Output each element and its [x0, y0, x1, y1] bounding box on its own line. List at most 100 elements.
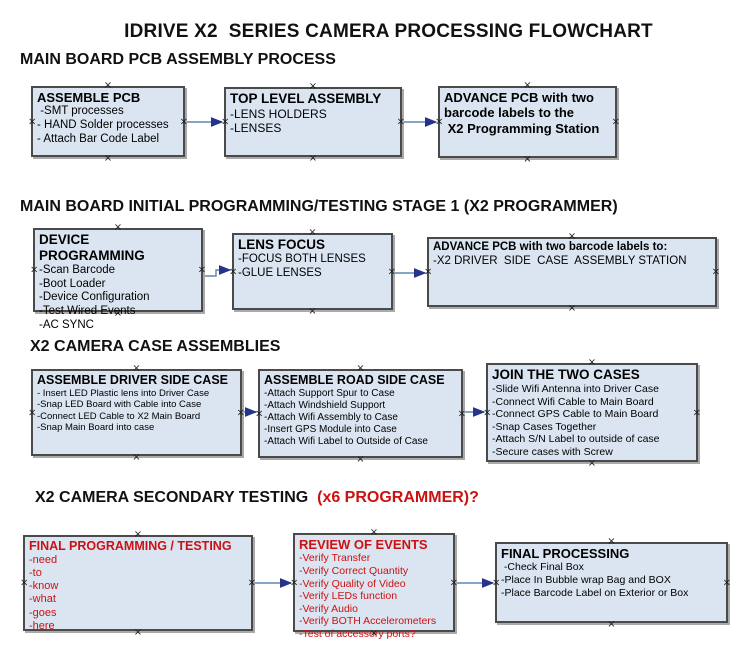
connection-handle-bottom[interactable]: × — [369, 628, 379, 639]
flow-box-lens-focus[interactable]: LENS FOCUS-FOCUS BOTH LENSES-GLUE LENSES… — [229, 228, 396, 317]
connection-handle-right[interactable]: × — [692, 407, 701, 418]
flow-box-advance-pcb-to-programming-station[interactable]: ADVANCE PCB with two barcode labels to t… — [435, 81, 620, 165]
connection-handle-top[interactable]: × — [523, 80, 532, 91]
flow-box-final-programming-testing[interactable]: FINAL PROGRAMMING / TESTING-need-to-know… — [20, 530, 256, 638]
connection-handle-right[interactable]: × — [197, 264, 206, 276]
flow-box-item: -Place In Bubble wrap Bag and BOX — [501, 573, 671, 586]
connection-handle-right[interactable]: × — [387, 266, 396, 277]
connection-handle-right[interactable]: × — [396, 116, 405, 128]
flow-box-join-the-two-cases[interactable]: JOIN THE TWO CASES-Slide Wifi Antenna in… — [483, 358, 701, 469]
flow-box-assemble-road-side-case[interactable]: ASSEMBLE ROAD SIDE CASE-Attach Support S… — [255, 364, 466, 465]
flow-box-item: -Slide Wifi Antenna into Driver Case — [492, 382, 659, 395]
connector-arrow-device-programming-to-lens-focus[interactable] — [205, 265, 232, 277]
flow-box-item: -Verify LEDs function — [299, 590, 398, 603]
connection-handle-left[interactable]: × — [221, 116, 230, 128]
connection-handle-left[interactable]: × — [424, 266, 433, 278]
connection-handle-top[interactable]: × — [567, 231, 577, 242]
flow-box-title: REVIEW OF EVENTS — [299, 537, 428, 552]
flow-box-title: ASSEMBLE DRIVER SIDE CASE — [37, 373, 229, 387]
flow-box-title: ASSEMBLE ROAD SIDE CASE — [264, 373, 445, 387]
flow-box-item: -Verify Quality of Video — [299, 577, 406, 590]
flow-box-item: -Test of accessory ports? — [299, 627, 416, 640]
flow-box-item: -Attach Windshield Support — [264, 399, 386, 411]
connection-handle-left[interactable]: × — [255, 408, 264, 419]
flow-box-item: -Snap LED Board with Cable into Case — [37, 399, 202, 411]
flow-box-item: -know — [29, 580, 59, 593]
flow-box-title: TOP LEVEL ASSEMBLY — [230, 91, 382, 106]
connection-handle-bottom[interactable]: × — [308, 153, 318, 164]
connection-handle-right[interactable]: × — [247, 577, 256, 589]
flow-box-title: ADVANCE PCB with two barcode labels to t… — [444, 90, 600, 136]
connection-handle-top[interactable]: × — [607, 536, 616, 547]
flow-box-item: -Secure cases with Screw — [492, 445, 613, 458]
connection-handle-left[interactable]: × — [28, 116, 37, 127]
flow-box-title: ASSEMBLE PCB — [37, 90, 141, 105]
connection-handle-top[interactable]: × — [308, 227, 317, 238]
flow-box-item: -Insert GPS Module into Case — [264, 423, 397, 435]
connection-handle-right[interactable]: × — [457, 408, 466, 419]
connection-handle-top[interactable]: × — [113, 222, 123, 233]
connection-handle-bottom[interactable]: × — [133, 627, 143, 638]
section-heading-text: X2 CAMERA SECONDARY TESTING — [35, 489, 318, 506]
flow-box-item: -Attach Support Spur to Case — [264, 387, 395, 399]
flow-box-item: -Verify Correct Quantity — [299, 564, 409, 577]
flow-box-item: -Connect LED Cable to X2 Main Board — [37, 410, 201, 422]
connection-handle-left[interactable]: × — [435, 116, 444, 128]
connection-handle-left[interactable]: × — [483, 407, 492, 418]
flow-box-item: -LENS HOLDERS — [230, 106, 327, 121]
flow-box-item: -goes — [29, 606, 57, 619]
connection-handle-right[interactable]: × — [236, 407, 245, 418]
flow-box-advance-pcb-to-driver-side-station[interactable]: ADVANCE PCB with two barcode labels to:-… — [424, 232, 720, 314]
connection-handle-right[interactable]: × — [449, 577, 458, 588]
connection-handle-right[interactable]: × — [722, 577, 731, 588]
connection-handle-bottom[interactable]: × — [567, 303, 577, 314]
connection-handle-bottom[interactable]: × — [523, 154, 532, 165]
connection-handle-bottom[interactable]: × — [607, 619, 616, 630]
connection-handle-bottom[interactable]: × — [356, 454, 365, 465]
connection-handle-bottom[interactable]: × — [587, 458, 597, 469]
section-heading-text: MAIN BOARD PCB ASSEMBLY PROCESS — [20, 51, 336, 68]
connection-handle-left[interactable]: × — [20, 577, 29, 589]
connection-handle-left[interactable]: × — [290, 577, 299, 588]
connection-handle-top[interactable]: × — [103, 80, 113, 91]
flow-box-device-programming[interactable]: DEVICE PROGRAMMING-Scan Barcode-Boot Loa… — [30, 223, 206, 332]
flowchart-title: IDRIVE X2 SERIES CAMERA PROCESSING FLOWC… — [124, 21, 653, 42]
flow-box-item: -FOCUS BOTH LENSES — [238, 252, 366, 265]
flow-box-item: -Attach Wifi Assembly to Case — [264, 411, 398, 423]
flow-box-review-of-events[interactable]: REVIEW OF EVENTS-Verify Transfer-Verify … — [290, 528, 458, 640]
flow-box-title: DEVICE PROGRAMMING — [39, 232, 145, 263]
flow-box-title: ADVANCE PCB with two barcode labels to: — [433, 241, 668, 253]
connection-handle-top[interactable]: × — [132, 363, 141, 374]
flow-box-title: JOIN THE TWO CASES — [492, 367, 640, 382]
section-heading-4: X2 CAMERA SECONDARY TESTING (x6 PROGRAMM… — [35, 489, 479, 507]
connection-handle-bottom[interactable]: × — [103, 153, 113, 164]
connection-handle-top[interactable]: × — [133, 529, 143, 540]
flow-box-assemble-pcb[interactable]: ASSEMBLE PCB -SMT processes- HAND Solder… — [28, 81, 188, 164]
connection-handle-top[interactable]: × — [587, 357, 597, 368]
connection-handle-left[interactable]: × — [28, 407, 37, 418]
connection-handle-right[interactable]: × — [611, 116, 620, 128]
connection-handle-bottom[interactable]: × — [113, 308, 123, 319]
flow-box-item: -Scan Barcode — [39, 263, 116, 276]
connection-handle-bottom[interactable]: × — [132, 452, 141, 463]
connection-handle-left[interactable]: × — [229, 266, 238, 277]
flow-box-item: -Check Final Box — [501, 561, 584, 574]
connection-handle-left[interactable]: × — [30, 264, 39, 276]
flow-box-item: -what — [29, 593, 56, 606]
connection-handle-left[interactable]: × — [492, 577, 501, 588]
connection-handle-top[interactable]: × — [356, 363, 365, 374]
connection-handle-bottom[interactable]: × — [308, 306, 317, 317]
flow-box-assemble-driver-side-case[interactable]: ASSEMBLE DRIVER SIDE CASE- Insert LED Pl… — [28, 364, 245, 463]
flow-box-item: -Test Wired Events — [39, 305, 136, 318]
section-heading-text: X2 CAMERA CASE ASSEMBLIES — [30, 338, 281, 355]
connection-handle-right[interactable]: × — [711, 266, 720, 278]
connection-handle-top[interactable]: × — [369, 527, 379, 538]
flow-box-item: - Insert LED Plastic lens into Driver Ca… — [37, 387, 210, 399]
flow-box-final-processing[interactable]: FINAL PROCESSING -Check Final Box-Place … — [492, 537, 731, 630]
section-heading-3: X2 CAMERA CASE ASSEMBLIES — [30, 338, 280, 356]
connection-handle-top[interactable]: × — [308, 81, 318, 92]
flow-box-top-level-assembly[interactable]: TOP LEVEL ASSEMBLY-LENS HOLDERS-LENSES××… — [221, 82, 405, 164]
connection-handle-right[interactable]: × — [179, 116, 188, 127]
